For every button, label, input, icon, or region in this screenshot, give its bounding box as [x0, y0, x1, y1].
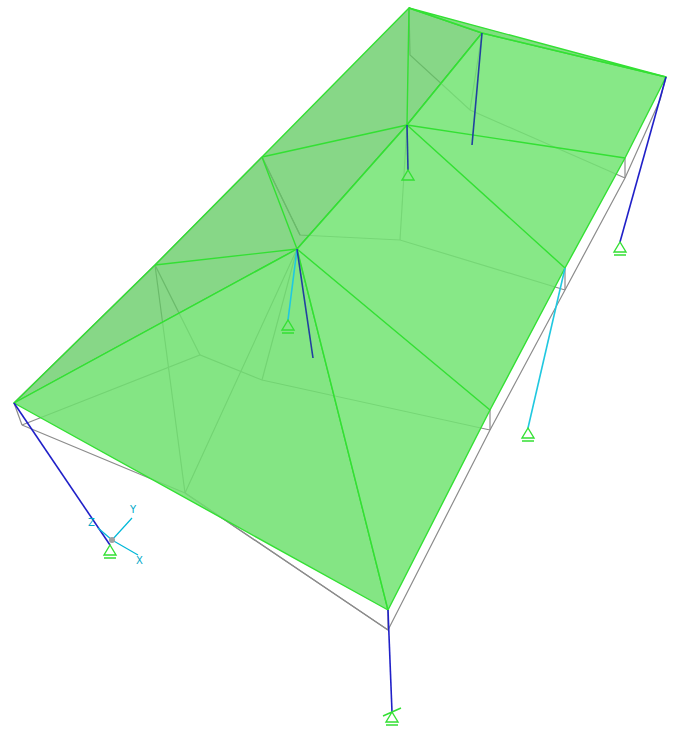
frame-lines	[14, 8, 666, 630]
support-symbols	[104, 170, 626, 725]
axis-label: Y	[130, 505, 136, 515]
axis-label: Z	[88, 518, 95, 528]
roof-panels	[14, 8, 666, 610]
axis-label: X	[136, 556, 143, 566]
axis-triad	[98, 518, 138, 555]
columns	[14, 33, 666, 712]
